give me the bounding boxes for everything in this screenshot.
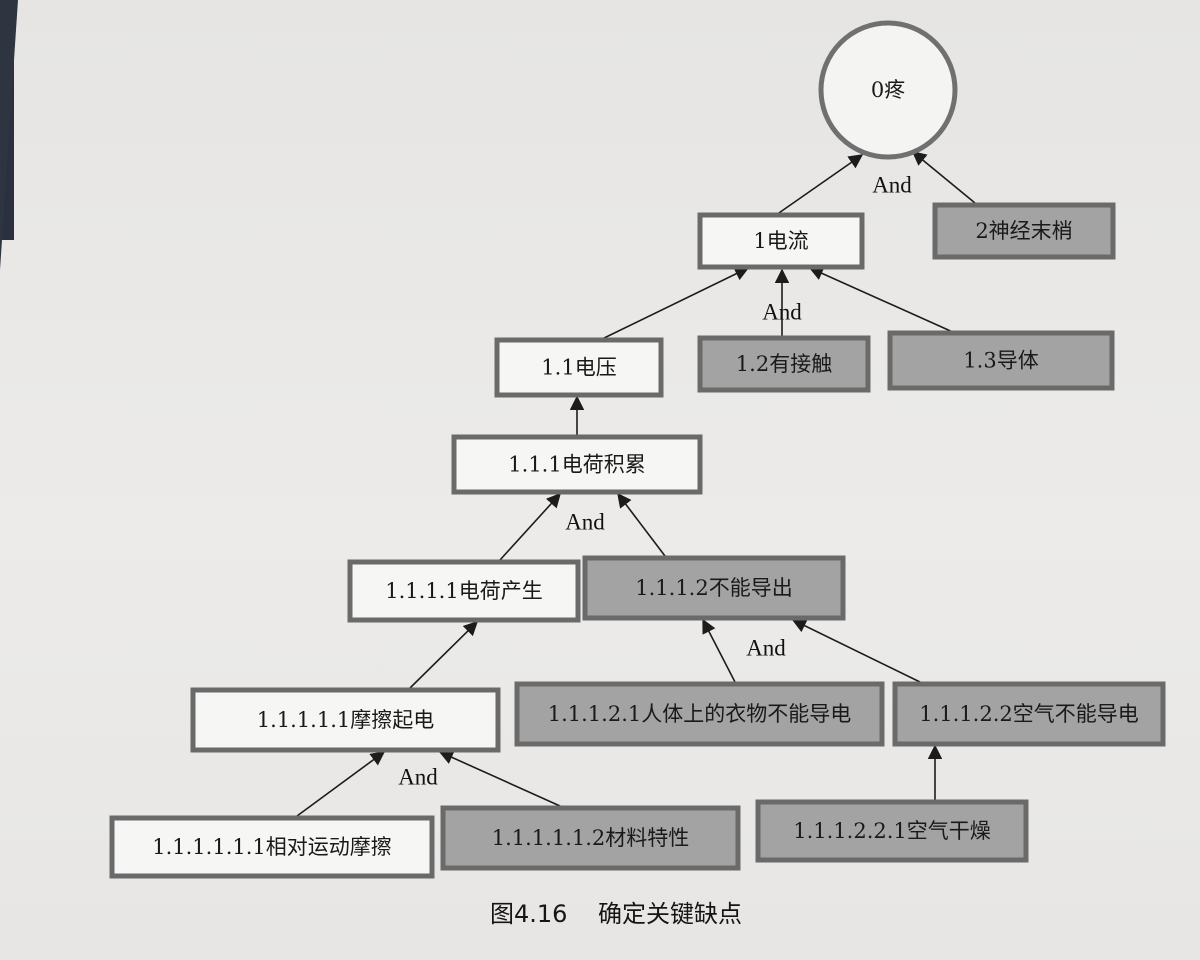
node-n111112: 1.1.1.1.1.2材料特性 <box>440 805 741 871</box>
edge-n11111-n1111 <box>409 620 479 689</box>
node-label: 1.1.1.1.1.2材料特性 <box>492 826 690 850</box>
node-label: 1.1.1.2.2空气不能导电 <box>919 702 1139 726</box>
node-box <box>514 681 885 747</box>
background-object-edge <box>0 0 18 270</box>
node-box <box>582 555 846 621</box>
node-n11: 1.1电压 <box>494 337 664 398</box>
node-label: 1.1.1.2.2.1空气干燥 <box>793 819 991 843</box>
and-gate-label: And <box>762 300 802 325</box>
edge-n13-n1 <box>808 266 956 334</box>
node-n11122: 1.1.1.2.2空气不能导电 <box>892 681 1166 747</box>
node-n12: 1.2有接触 <box>697 335 871 393</box>
figure-number: 图4.16 <box>490 900 568 928</box>
edge-n11-n1 <box>599 267 750 341</box>
node-label: 1.1电压 <box>541 356 616 380</box>
node-label: 1电流 <box>753 229 808 253</box>
node-box <box>932 202 1116 260</box>
node-box <box>440 805 741 871</box>
node-label: 1.1.1.2不能导出 <box>635 576 792 600</box>
edge-n111111-n11111 <box>296 751 386 817</box>
edge-n11122-n1112 <box>791 619 921 683</box>
node-n1: 1电流 <box>697 212 865 270</box>
figure-title: 确定关键缺点 <box>597 900 742 928</box>
node-box <box>892 681 1166 747</box>
node-shape-circle <box>818 20 958 160</box>
node-label: 1.1.1.1.1摩擦起电 <box>257 708 435 732</box>
and-gate-label: And <box>398 765 438 790</box>
edge-n2-n0 <box>911 151 976 204</box>
and-gate-label: And <box>565 510 605 535</box>
node-box <box>109 815 435 879</box>
edge-n1112-n111 <box>617 492 666 557</box>
edge-n1111-n111 <box>499 492 561 561</box>
node-label: 1.1.1.1电荷产生 <box>385 579 542 603</box>
edge-n111112-n11111 <box>438 750 561 807</box>
edge-n1-n0 <box>775 154 864 216</box>
figure-caption: 图4.16 确定关键缺点 <box>490 894 742 929</box>
node-n2: 2神经末梢 <box>932 202 1116 260</box>
node-box <box>451 434 703 495</box>
and-gate-label: And <box>872 173 912 198</box>
node-box <box>697 335 871 393</box>
node-label: 1.3导体 <box>963 349 1038 373</box>
node-n111: 1.1.1电荷积累 <box>451 434 703 495</box>
and-gate-label: And <box>746 636 786 661</box>
node-box <box>347 559 581 623</box>
node-n13: 1.3导体 <box>887 330 1115 391</box>
node-n111221: 1.1.1.2.2.1空气干燥 <box>755 799 1029 863</box>
node-n11111: 1.1.1.1.1摩擦起电 <box>190 687 501 753</box>
node-n1111: 1.1.1.1电荷产生 <box>347 559 581 623</box>
node-box <box>190 687 501 753</box>
node-box <box>697 212 865 270</box>
node-n111111: 1.1.1.1.1.1相对运动摩擦 <box>109 815 435 879</box>
node-label: 1.1.1.2.1人体上的衣物不能导电 <box>548 702 852 726</box>
edge-n11121-n1112 <box>702 618 736 683</box>
node-label: 1.1.1.1.1.1相对运动摩擦 <box>152 835 392 859</box>
node-n0: 0疼 <box>818 20 958 160</box>
node-n1112: 1.1.1.2不能导出 <box>582 555 846 621</box>
node-label: 1.2有接触 <box>736 352 832 376</box>
node-label: 0疼 <box>871 78 905 102</box>
node-box <box>494 337 664 398</box>
node-box <box>887 330 1115 391</box>
node-label: 2神经末梢 <box>975 219 1072 243</box>
node-box <box>755 799 1029 863</box>
node-n11121: 1.1.1.2.1人体上的衣物不能导电 <box>514 681 885 747</box>
node-label: 1.1.1电荷积累 <box>508 453 645 477</box>
